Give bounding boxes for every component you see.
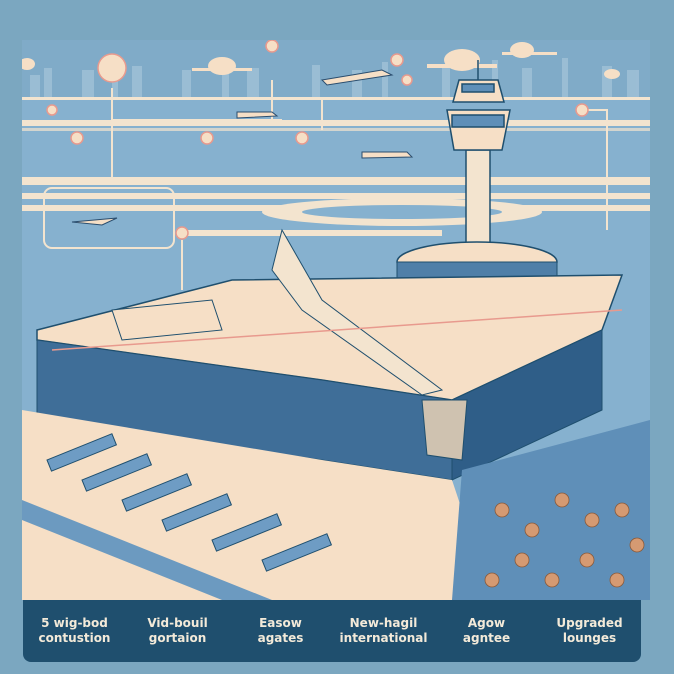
caption-item: New-hagil international bbox=[334, 616, 434, 646]
airport-illustration bbox=[22, 40, 650, 600]
caption-line: contustion bbox=[38, 631, 111, 645]
caption-line: 5 wig-bod bbox=[41, 616, 108, 630]
airport-scene bbox=[22, 40, 650, 600]
caption-line: international bbox=[339, 631, 428, 645]
caption-line: agates bbox=[257, 631, 304, 645]
lounge-furniture bbox=[484, 492, 645, 588]
control-tower-icon bbox=[446, 60, 511, 251]
caption-bar: 5 wig-bod contustion Vid-bouil gortaion … bbox=[23, 600, 641, 662]
caption-line: Easow bbox=[259, 616, 302, 630]
caption-line: lounges bbox=[562, 631, 617, 645]
airplane-icon bbox=[71, 69, 414, 226]
caption-item: Agow agntee bbox=[437, 616, 537, 646]
caption-item: Easow agates bbox=[231, 616, 331, 646]
caption-item: Vid-bouil gortaion bbox=[128, 616, 228, 646]
caption-line: Vid-bouil bbox=[147, 616, 208, 630]
caption-line: agntee bbox=[462, 631, 511, 645]
seating-rows bbox=[46, 433, 333, 572]
caption-line: Agow bbox=[467, 616, 506, 630]
caption-item: 5 wig-bod contustion bbox=[25, 616, 125, 646]
callout-lines bbox=[43, 80, 608, 290]
clouds bbox=[22, 42, 620, 79]
caption-line: New-hagil bbox=[349, 616, 418, 630]
caption-line: Upgraded bbox=[556, 616, 623, 630]
callout-marker-icon bbox=[46, 40, 589, 240]
caption-item: Upgraded lounges bbox=[540, 616, 640, 646]
caption-line: gortaion bbox=[148, 631, 207, 645]
